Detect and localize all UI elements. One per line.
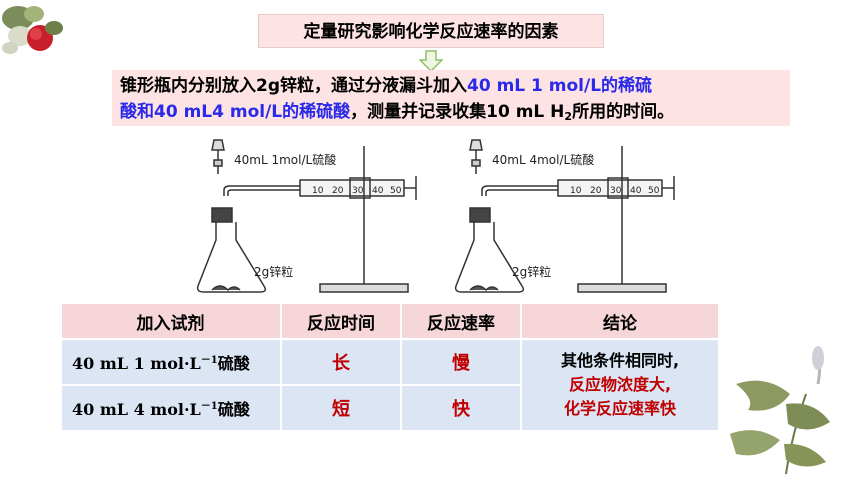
- results-table: 加入试剂 反应时间 反应速率 结论 40 mL 1 mol·L－1硫酸 长 慢 …: [60, 302, 720, 432]
- desc-h2-subscript: 2: [564, 110, 573, 123]
- header-conclusion: 结论: [522, 304, 718, 338]
- desc-blue2: 酸和40 mL4 mol/L的稀硫酸: [120, 102, 351, 122]
- syringe-tick-30: 30: [352, 186, 364, 196]
- desc-part3: 所用的时间。: [572, 102, 675, 122]
- left-acid-label: 40mL 1mol/L硫酸: [234, 152, 336, 167]
- syringe-tick-20: 20: [590, 186, 602, 196]
- reagent-cell: 40 mL 4 mol·L－1硫酸: [62, 386, 280, 430]
- right-zinc-label: 2g锌粒: [512, 264, 551, 279]
- header-rate: 反应速率: [402, 304, 520, 338]
- desc-part2: ，测量并记录收集10 mL H: [350, 102, 565, 122]
- apparatus-diagram-left: 10 20 30 40 50 40mL 1mol/L硫酸 2g锌粒: [196, 139, 417, 293]
- desc-part1: 锥形瓶内分别放入2g锌粒，通过分液漏斗加入: [120, 76, 467, 96]
- plant-image: [730, 346, 830, 475]
- table-row: 40 mL 1 mol·L－1硫酸 长 慢 其他条件相同时, 反应物浓度大, 化…: [62, 340, 718, 430]
- syringe-tick-50: 50: [648, 186, 660, 196]
- header-reagent: 加入试剂: [62, 304, 280, 338]
- syringe-tick-20: 20: [332, 186, 344, 196]
- syringe-tick-30: 30: [610, 186, 622, 196]
- right-acid-label: 40mL 4mol/L硫酸: [492, 152, 594, 167]
- syringe-tick-40: 40: [372, 186, 384, 196]
- left-zinc-label: 2g锌粒: [254, 264, 293, 279]
- syringe-tick-50: 50: [390, 186, 402, 196]
- time-cell: 短: [282, 386, 400, 430]
- reagent-cell: 40 mL 1 mol·L－1硫酸: [62, 340, 280, 384]
- down-arrow-icon: [419, 50, 443, 72]
- apparatus-diagram-right: 10 20 30 40 50 40mL 4mol/L硫酸 2g锌粒: [454, 139, 675, 293]
- flower-image: [2, 6, 63, 54]
- syringe-tick-40: 40: [630, 186, 642, 196]
- page-title: 定量研究影响化学反应速率的因素: [258, 14, 604, 48]
- syringe-tick-10: 10: [312, 186, 324, 196]
- time-cell: 长: [282, 340, 400, 384]
- conclusion-line3: 化学反应速率快: [563, 399, 676, 418]
- conclusion-cell: 其他条件相同时, 反应物浓度大, 化学反应速率快: [522, 340, 718, 430]
- rate-cell: 快: [402, 386, 520, 430]
- experiment-description: 锥形瓶内分别放入2g锌粒，通过分液漏斗加入40 mL 1 mol/L的稀硫酸和4…: [112, 70, 790, 126]
- conclusion-line2: 反应物浓度大,: [568, 375, 672, 394]
- rate-cell: 慢: [402, 340, 520, 384]
- table-header-row: 加入试剂 反应时间 反应速率 结论: [62, 304, 718, 338]
- syringe-tick-10: 10: [570, 186, 582, 196]
- conclusion-line1: 其他条件相同时,: [560, 351, 680, 370]
- header-time: 反应时间: [282, 304, 400, 338]
- desc-blue1: 40 mL 1 mol/L的稀硫: [467, 76, 653, 96]
- table-row: 40 mL 4 mol·L－1硫酸 短 快: [62, 386, 718, 430]
